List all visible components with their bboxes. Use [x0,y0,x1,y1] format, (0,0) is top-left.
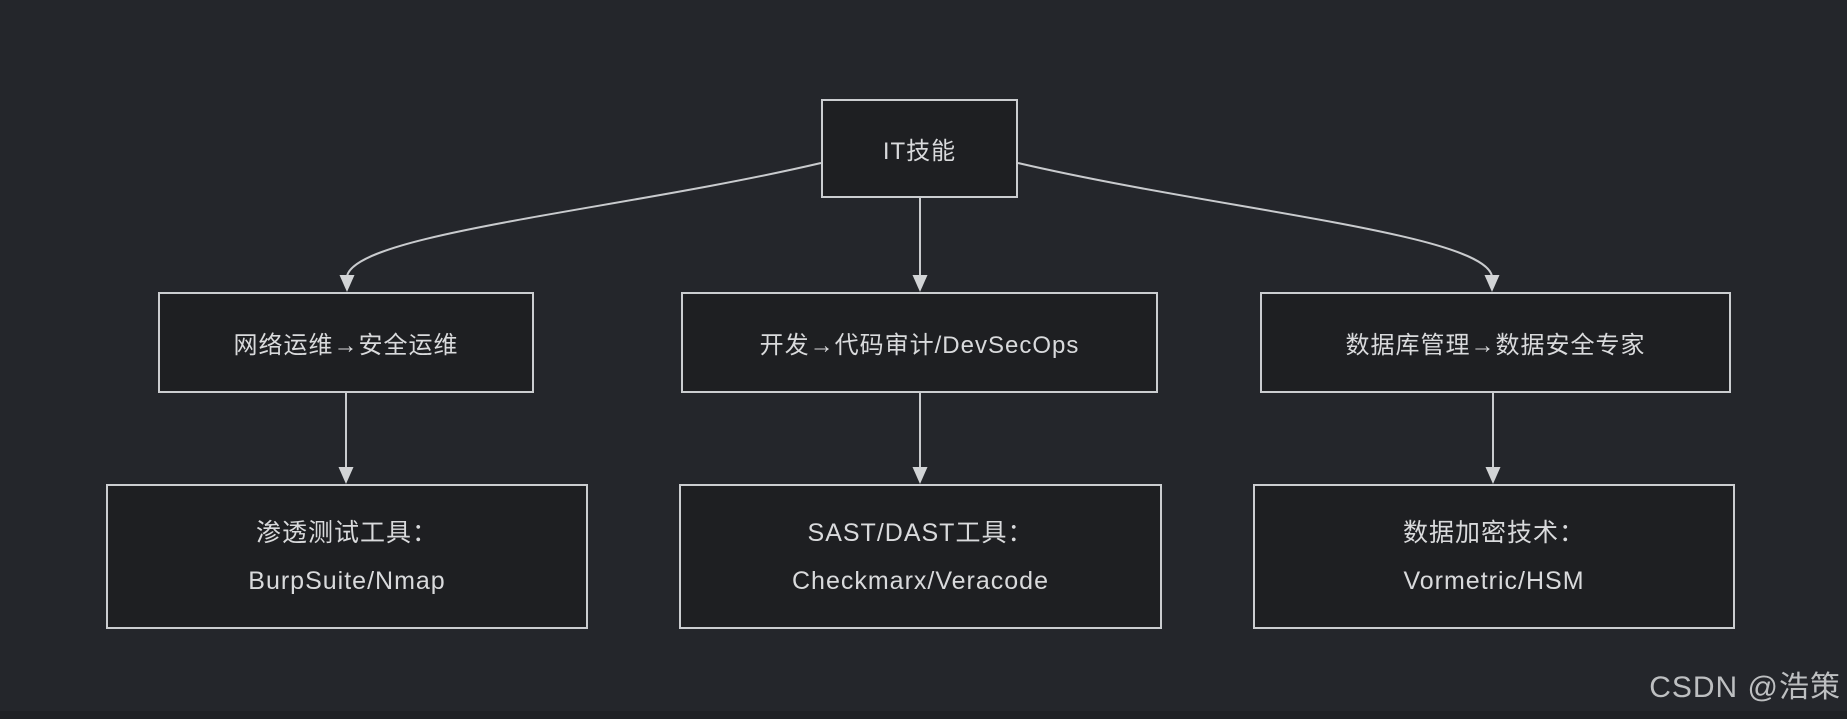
node-dev-to-code-audit-devsecops: 开发→代码审计/DevSecOps [681,292,1158,393]
sast-dast-tools-title: SAST/DAST工具： [807,518,1034,547]
bottom-edge-strip [0,711,1847,719]
arrowhead-sast [912,467,928,484]
node-dev-label: 开发→代码审计/DevSecOps [759,332,1080,359]
arrowhead-pentest [338,467,354,484]
edge-root-to-dba [1017,162,1493,277]
pentest-tools-value: BurpSuite/Nmap [248,566,446,595]
node-dba-label: 数据库管理→数据安全专家 [1345,332,1646,359]
node-pentest-tools: 渗透测试工具： BurpSuite/Nmap [106,484,588,629]
arrowhead-dba [1484,275,1500,292]
node-it-skills: IT技能 [821,99,1018,198]
arrowhead-netops [339,275,355,292]
node-encryption-tech: 数据加密技术： Vormetric/HSM [1253,484,1735,629]
arrowhead-dev [912,275,928,292]
encryption-tech-value: Vormetric/HSM [1403,566,1585,595]
encryption-tech-title: 数据加密技术： [1402,518,1585,547]
pentest-tools-title: 渗透测试工具： [255,518,438,547]
node-dba-to-data-security-expert: 数据库管理→数据安全专家 [1260,292,1731,393]
edge-root-to-netops [346,162,822,277]
csdn-watermark: CSDN @浩策 [1649,671,1841,704]
sast-dast-tools-value: Checkmarx/Veracode [791,566,1049,595]
node-network-ops-to-security-ops: 网络运维→安全运维 [158,292,534,393]
node-sast-dast-tools: SAST/DAST工具： Checkmarx/Veracode [679,484,1162,629]
node-network-ops-label: 网络运维→安全运维 [233,332,459,359]
node-it-skills-label: IT技能 [882,138,957,165]
arrowhead-encryption [1485,467,1501,484]
